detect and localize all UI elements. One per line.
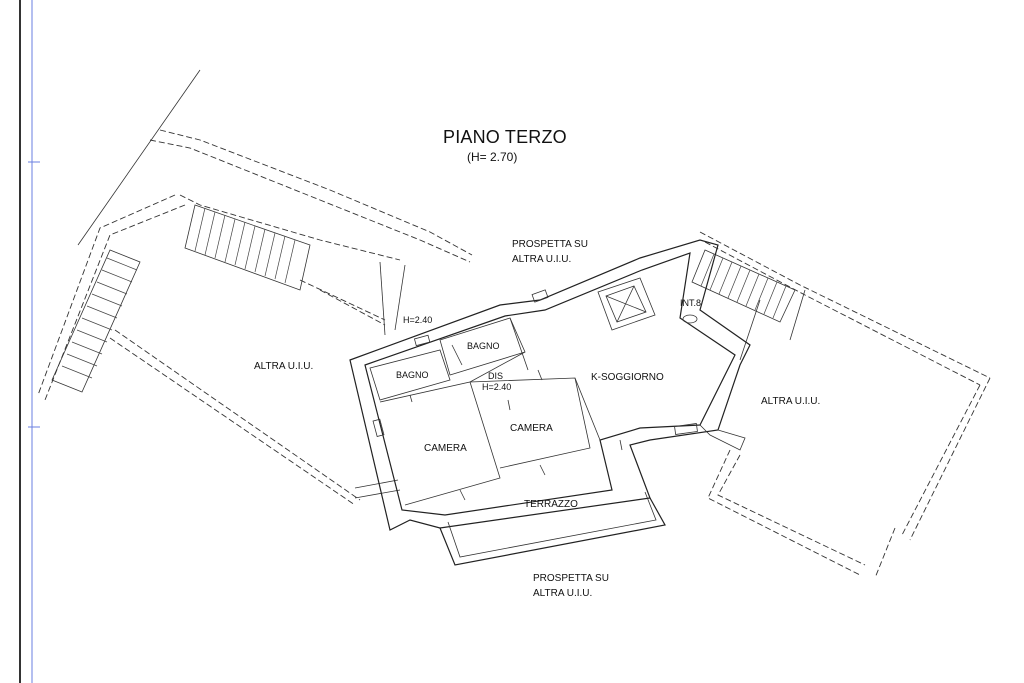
plan-title: PIANO TERZO — [443, 127, 567, 147]
label-altra-uiu-left: ALTRA U.I.U. — [254, 361, 314, 372]
label-terrazzo: TERRAZZO — [524, 499, 578, 510]
label-bagno-lower: BAGNO — [396, 370, 429, 380]
left-neighbor-region — [37, 129, 473, 506]
terrace-outline — [439, 491, 666, 566]
boundary-line — [77, 69, 201, 246]
label-camera-right: CAMERA — [510, 423, 553, 434]
label-prospetta-top-line1: PROSPETTA SU — [512, 239, 588, 250]
label-dis: DIS — [488, 371, 504, 381]
label-int-8: INT.8 — [680, 298, 702, 308]
label-altra-uiu-right: ALTRA U.I.U. — [761, 396, 821, 407]
stair-hatch-top-left — [184, 204, 311, 291]
corridor-outline — [699, 424, 746, 451]
stair-hatch-right — [691, 249, 796, 323]
apartment-walls — [349, 239, 751, 531]
right-neighbor-region — [699, 231, 991, 579]
label-height-240-a: H=2.40 — [403, 315, 433, 325]
label-bagno-upper: BAGNO — [467, 341, 500, 351]
label-k-soggiorno: K-SOGGIORNO — [591, 372, 664, 383]
label-height-240-b: H=2.40 — [482, 382, 512, 392]
label-prospetta-top-line2: ALTRA U.I.U. — [512, 254, 572, 265]
label-camera-left: CAMERA — [424, 443, 467, 454]
stair-hatch-left — [51, 249, 141, 393]
label-prospetta-bottom-line2: ALTRA U.I.U. — [533, 588, 593, 599]
plan-height-note: (H= 2.70) — [467, 150, 518, 164]
label-prospetta-bottom-line1: PROSPETTA SU — [533, 573, 609, 584]
